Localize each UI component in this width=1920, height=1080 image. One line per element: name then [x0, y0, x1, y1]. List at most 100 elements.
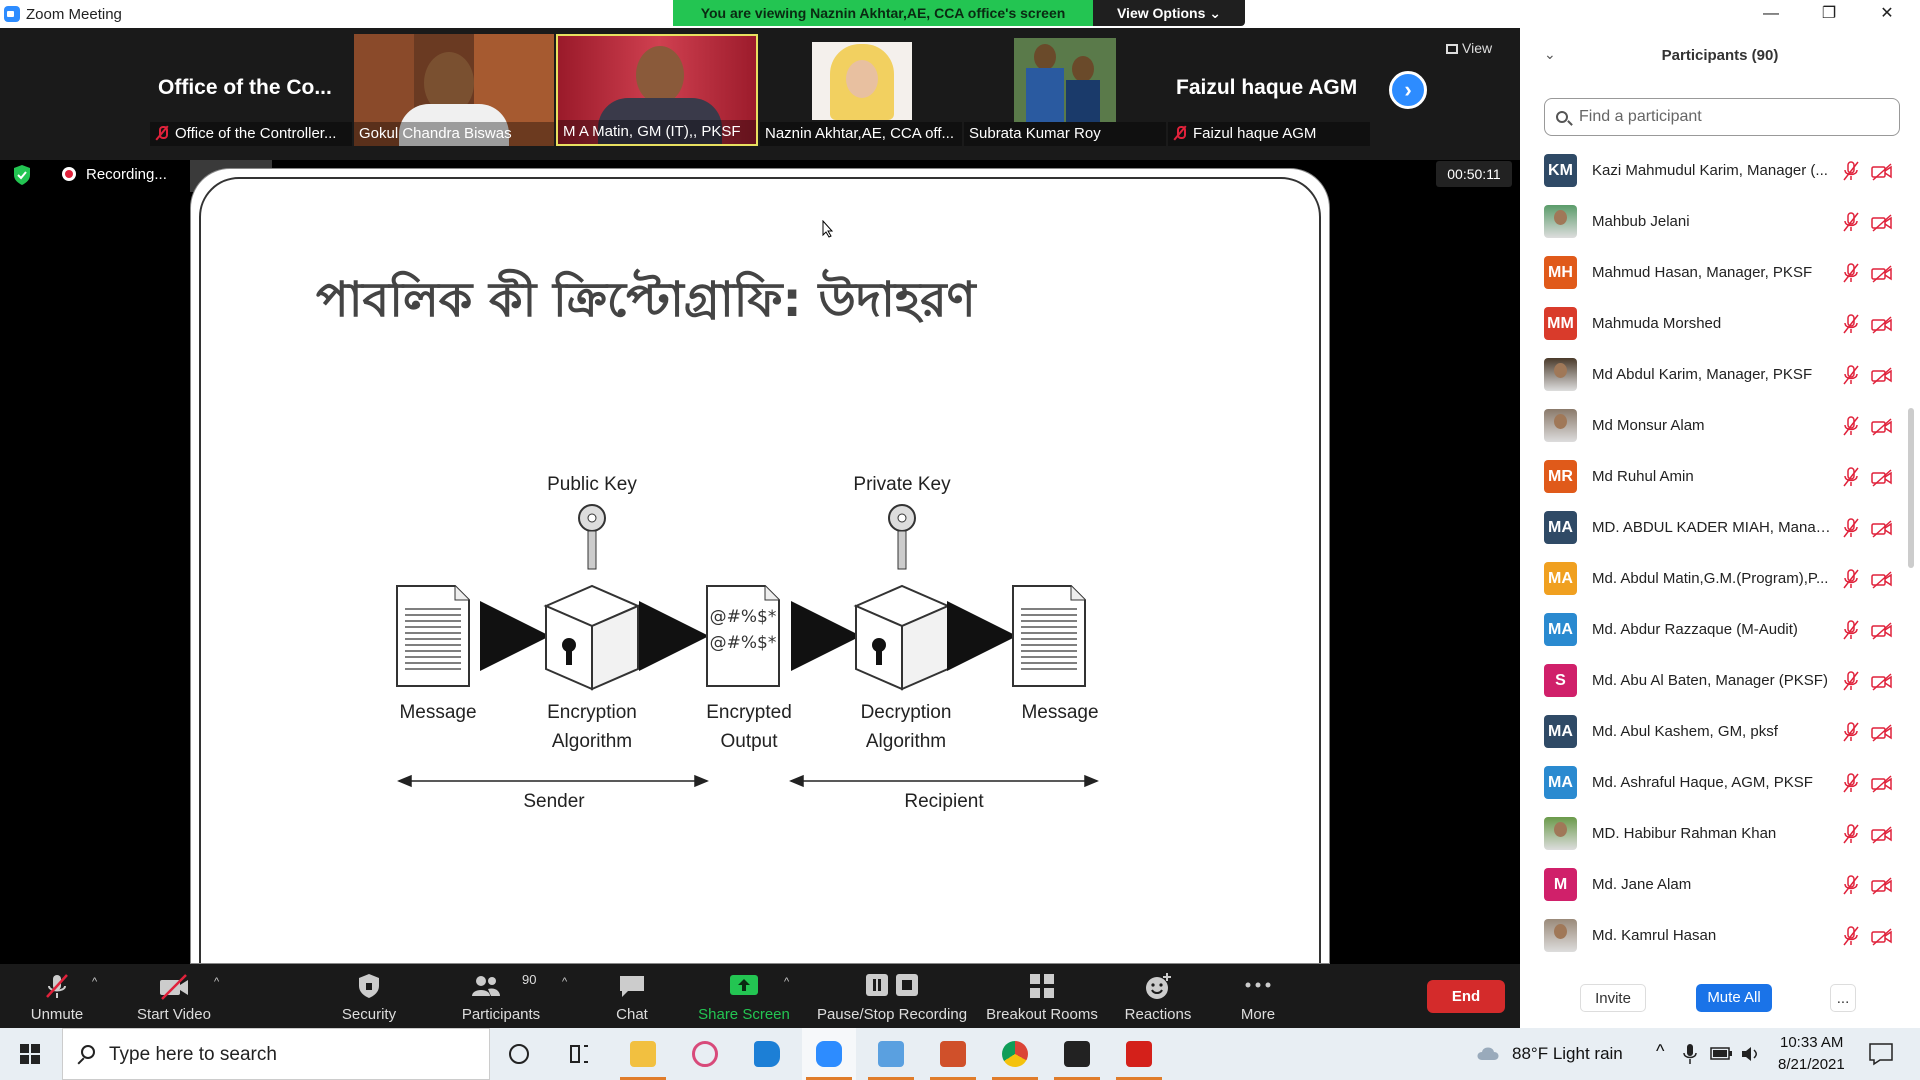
notifications-icon[interactable]: [1868, 1042, 1894, 1066]
muted-mic-icon: [1843, 722, 1859, 742]
mute-all-button[interactable]: Mute All: [1696, 984, 1772, 1012]
task-view-icon[interactable]: [552, 1028, 606, 1080]
windows-start-icon[interactable]: [20, 1044, 40, 1064]
invite-button[interactable]: Invite: [1580, 984, 1646, 1012]
minimize-button[interactable]: —: [1763, 5, 1779, 22]
participant-row[interactable]: Md. Kamrul Hasan: [1520, 911, 1910, 962]
participant-row[interactable]: Md Abdul Karim, Manager, PKSF: [1520, 350, 1910, 401]
acrobat-icon[interactable]: [1112, 1028, 1166, 1080]
tile-caption: M A Matin, GM (IT),, PKSF: [563, 123, 741, 140]
microphone-icon[interactable]: [1682, 1043, 1698, 1065]
security-shield-icon[interactable]: [12, 164, 32, 186]
windows-taskbar: Type here to search 88°F Light rain ^ 10…: [0, 1028, 1920, 1080]
video-options-caret[interactable]: ^: [214, 976, 220, 988]
video-off-icon: [1871, 163, 1892, 181]
view-options-button[interactable]: View Options ⌄: [1093, 0, 1245, 26]
muted-mic-icon: [1843, 569, 1859, 589]
tile-caption: Naznin Akhtar,AE, CCA off...: [765, 125, 954, 142]
share-options-caret[interactable]: ^: [784, 976, 790, 988]
participant-avatar: MA: [1544, 766, 1577, 799]
window-title: Zoom Meeting: [26, 6, 122, 23]
pause-stop-recording-button[interactable]: Pause/Stop Recording: [812, 964, 972, 1028]
participants-options-caret[interactable]: ^: [562, 976, 568, 988]
meeting-timer: 00:50:11: [1436, 161, 1512, 187]
presentation-slide: পাবলিক কী ক্রিপ্টোগ্রাফি: উদাহরণ Public …: [190, 168, 1330, 964]
participant-name: Md Abdul Karim, Manager, PKSF: [1592, 366, 1813, 383]
next-page-button[interactable]: ›: [1389, 71, 1427, 109]
cortana-icon[interactable]: [492, 1028, 546, 1080]
panel-more-button[interactable]: ...: [1830, 984, 1856, 1012]
encrypted-output-document-icon: [706, 585, 780, 687]
presentation-app-icon[interactable]: [926, 1028, 980, 1080]
participant-name: Mahmud Hasan, Manager, PKSF: [1592, 264, 1813, 281]
more-button[interactable]: More: [1226, 964, 1290, 1028]
collapse-panel-icon[interactable]: ⌄: [1544, 46, 1556, 62]
battery-icon[interactable]: [1710, 1046, 1734, 1062]
snip-tool-icon[interactable]: [678, 1028, 732, 1080]
clock-time[interactable]: 10:33 AM: [1780, 1034, 1844, 1051]
share-screen-button[interactable]: Share Screen: [694, 964, 794, 1028]
participant-name: Md. Jane Alam: [1592, 876, 1692, 893]
participant-avatar: MA: [1544, 715, 1577, 748]
participant-row[interactable]: MD. Habibur Rahman Khan: [1520, 809, 1910, 860]
control-panel-icon[interactable]: [864, 1028, 918, 1080]
participant-row[interactable]: Mahbub Jelani: [1520, 197, 1910, 248]
encryption-label-2: Algorithm: [552, 731, 632, 752]
participants-button[interactable]: 90 Participants: [461, 972, 541, 1023]
video-off-icon: [1871, 469, 1892, 487]
reactions-button[interactable]: Reactions: [1120, 964, 1196, 1028]
muted-mic-icon: [1843, 314, 1859, 334]
video-tile-office-controller[interactable]: Office of the Co... Office of the Contro…: [150, 34, 352, 146]
video-tile-gokul[interactable]: Gokul Chandra Biswas: [354, 34, 554, 146]
end-meeting-button[interactable]: End: [1427, 980, 1505, 1013]
chat-button[interactable]: Chat: [604, 964, 660, 1028]
vscode-icon[interactable]: [740, 1028, 794, 1080]
video-tile-subrata[interactable]: Subrata Kumar Roy: [964, 34, 1166, 146]
participant-avatar: KM: [1544, 154, 1577, 187]
recording-label: Recording...: [86, 166, 167, 183]
file-explorer-icon[interactable]: [616, 1028, 670, 1080]
video-tile-naznin[interactable]: Naznin Akhtar,AE, CCA off...: [760, 34, 962, 146]
clock-date[interactable]: 8/21/2021: [1778, 1056, 1845, 1073]
breakout-rooms-icon: [1030, 974, 1054, 998]
video-tile-matin[interactable]: M A Matin, GM (IT),, PKSF: [556, 34, 758, 146]
find-participant-input[interactable]: [1544, 98, 1900, 136]
participant-name: Mahbub Jelani: [1592, 213, 1690, 230]
zoom-app-icon: [4, 6, 20, 22]
security-button[interactable]: Security: [334, 964, 404, 1028]
zoom-taskbar-icon[interactable]: [802, 1028, 856, 1080]
audio-options-caret[interactable]: ^: [92, 976, 98, 988]
participants-scrollbar[interactable]: [1908, 408, 1914, 568]
muted-mic-icon: [1843, 212, 1859, 232]
start-video-button[interactable]: Start Video: [126, 964, 222, 1028]
taskbar-search-box[interactable]: Type here to search: [62, 1028, 490, 1080]
mouse-cursor-icon: [822, 220, 834, 238]
close-button[interactable]: ✕: [1880, 5, 1894, 22]
participant-row[interactable]: Md Monsur Alam: [1520, 401, 1910, 452]
view-layout-button[interactable]: View: [1446, 40, 1492, 56]
restore-button[interactable]: ❐: [1821, 5, 1837, 22]
pause-stop-icon: [866, 974, 918, 996]
participant-avatar: [1544, 205, 1577, 238]
video-tile-faizul[interactable]: Faizul haque AGM Faizul haque AGM: [1168, 34, 1370, 146]
ellipsis-icon: [1245, 982, 1271, 988]
weather-text[interactable]: 88°F Light rain: [1512, 1044, 1623, 1063]
tray-expand-icon[interactable]: ^: [1656, 1041, 1665, 1061]
chrome-icon[interactable]: [988, 1028, 1042, 1080]
terminal-icon[interactable]: [1050, 1028, 1104, 1080]
volume-icon[interactable]: [1740, 1044, 1762, 1064]
video-off-icon: [1871, 214, 1892, 232]
breakout-rooms-button[interactable]: Breakout Rooms: [984, 964, 1100, 1028]
unmute-button[interactable]: Unmute: [18, 964, 96, 1028]
